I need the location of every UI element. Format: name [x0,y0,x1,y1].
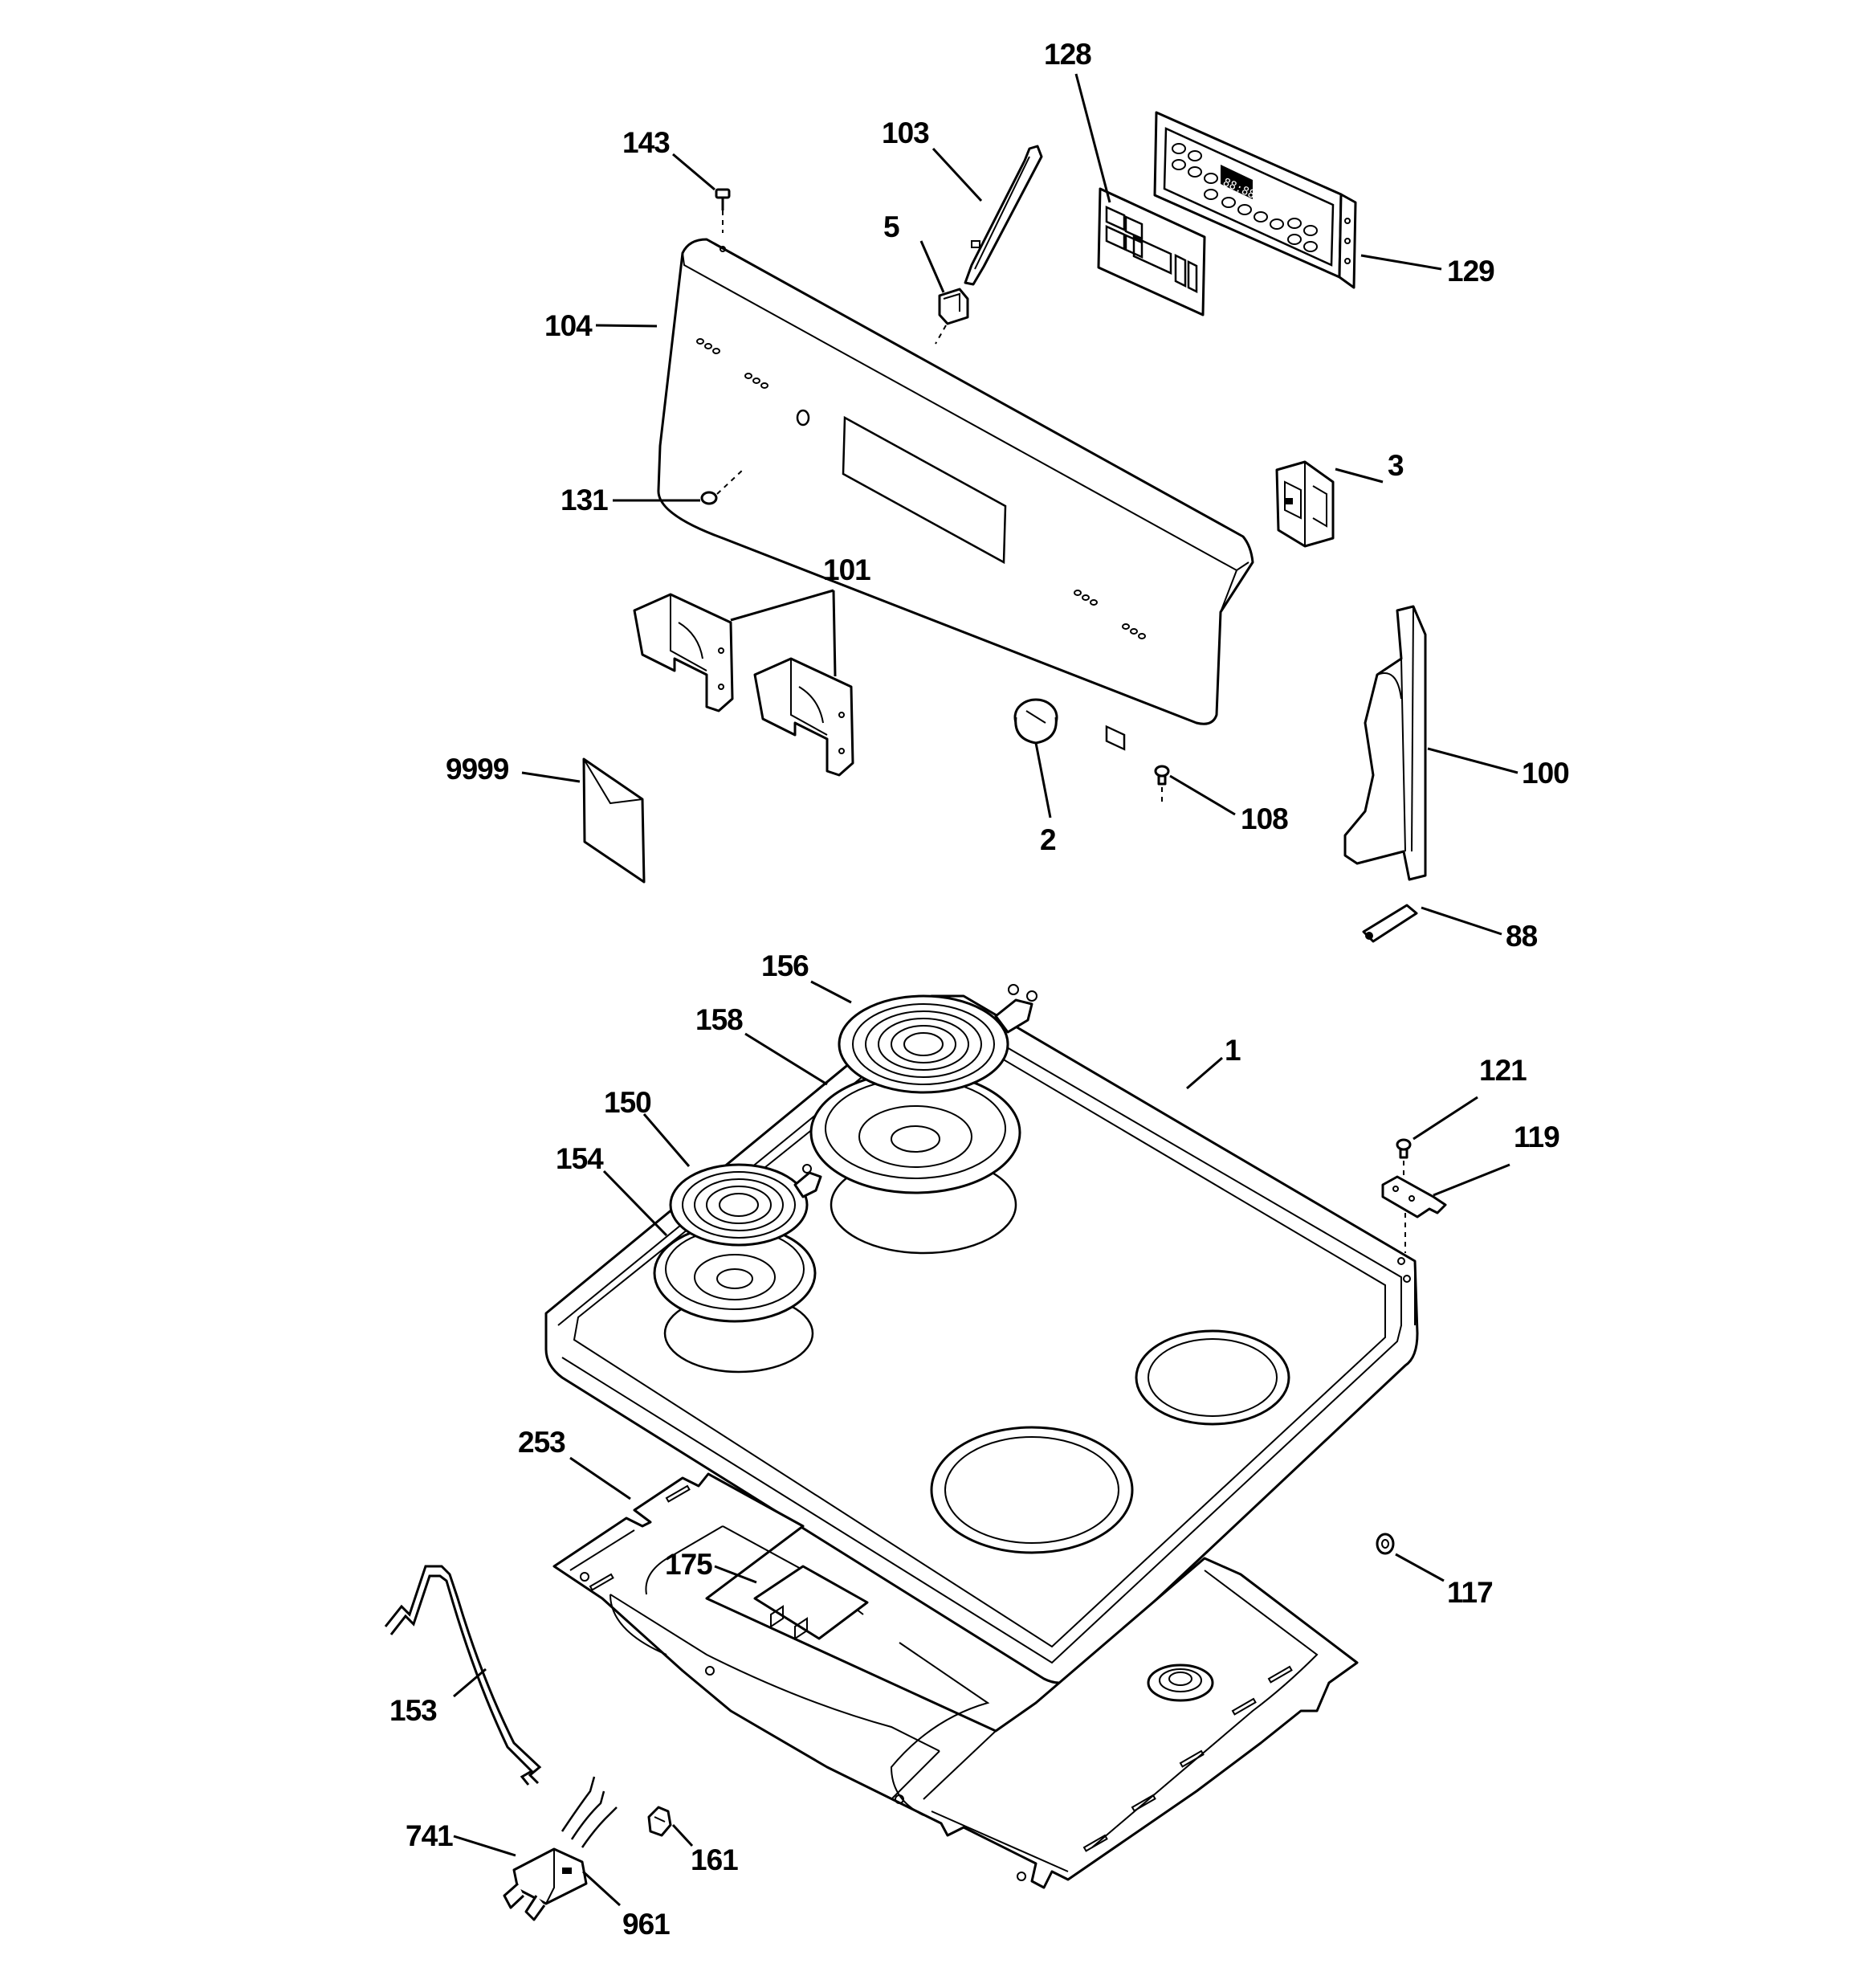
part-961-harness [561,1776,618,1848]
callout-154: 154 [556,1142,604,1175]
callout-104: 104 [544,309,593,342]
part-156-element-large [838,984,1037,1094]
callout-156: 156 [761,949,809,982]
callout-88: 88 [1506,920,1538,953]
part-158-drip-pan-large [809,1071,1021,1194]
callout-108: 108 [1241,802,1288,835]
part-101-bracket-left [633,593,734,712]
callout-3: 3 [1388,449,1404,482]
callout-1: 1 [1225,1034,1241,1067]
part-101-bracket-right [753,657,854,777]
part-128-overlay [1097,187,1206,751]
part-161-clip [647,1806,672,1837]
part-121-screw [1396,1138,1412,1181]
callout-101: 101 [823,553,870,586]
callout-9999: 9999 [446,753,509,786]
part-103-bracket [964,145,1043,286]
callout-2: 2 [1040,823,1056,856]
callout-119: 119 [1514,1121,1559,1153]
part-104-backguard [657,238,1254,725]
callout-117: 117 [1447,1576,1493,1609]
part-108-screw [1154,765,1170,803]
part-153-rod [384,1565,542,1786]
callout-158: 158 [695,1003,743,1036]
part-9999-literature [582,757,646,884]
part-741-switch [503,1847,588,1921]
part-150-element-small [669,1163,822,1247]
callout-253: 253 [518,1426,565,1459]
callout-128: 128 [1044,38,1091,71]
callout-100: 100 [1522,757,1569,790]
callout-103: 103 [882,116,929,149]
part-2-knob [1013,698,1058,745]
callout-131: 131 [561,484,608,516]
part-3-switch [1275,460,1335,548]
part-117-nut [1376,1533,1395,1555]
callout-161: 161 [691,1843,738,1876]
callout-175: 175 [665,1548,712,1581]
callout-121: 121 [1479,1054,1527,1087]
callout-labels: 128 143 103 5 129 104 3 131 101 100 9999… [389,38,1570,1941]
callout-741: 741 [406,1819,453,1852]
callout-150: 150 [604,1086,651,1119]
part-131-screw [700,469,744,505]
callout-129: 129 [1447,255,1494,288]
part-5-switch [935,288,969,345]
part-175-cover [753,1565,869,1640]
part-119-hinge [1381,1175,1447,1253]
callout-961: 961 [622,1908,670,1941]
part-129-control-board: 88:88 [1153,111,1357,289]
callout-153: 153 [389,1694,437,1727]
callout-143: 143 [622,126,670,159]
part-88-bracket [1362,904,1418,943]
callout-5: 5 [883,210,899,243]
part-253-burner-box [552,1472,1359,1889]
leader-lines [453,73,1519,1907]
part-143-screw [715,188,731,233]
part-100-endcap [1343,605,1427,881]
